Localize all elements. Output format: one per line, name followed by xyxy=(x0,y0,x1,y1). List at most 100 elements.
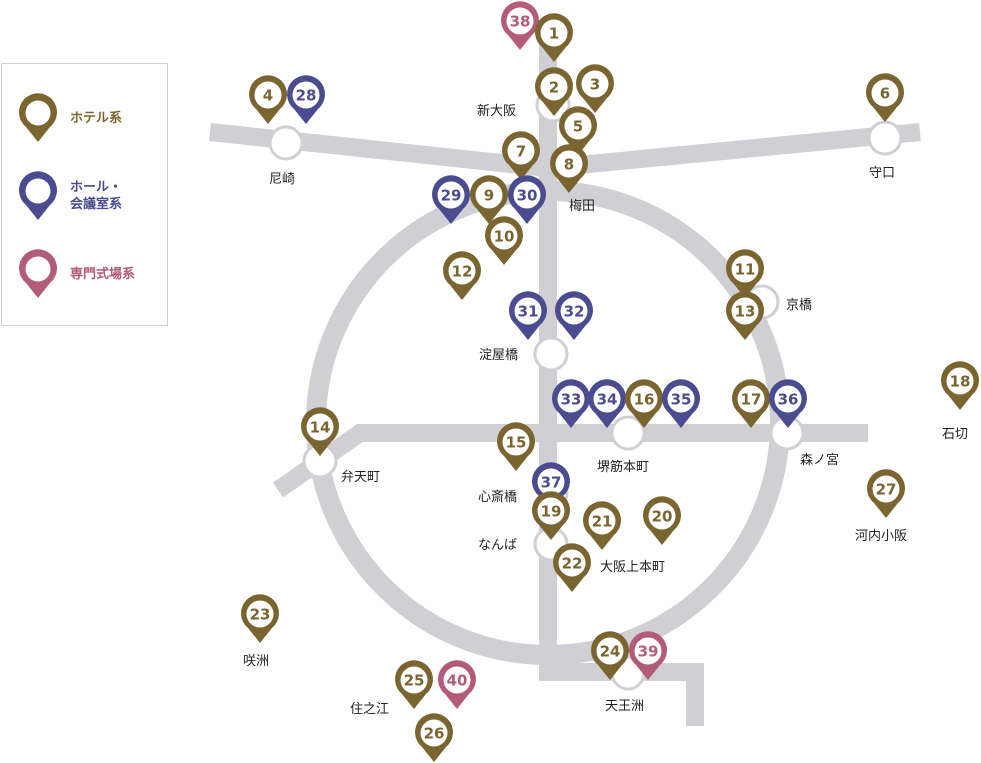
station-yodoyabashi[interactable] xyxy=(533,336,569,372)
pin-number: 13 xyxy=(735,303,756,321)
venue-pin-12[interactable]: 12 xyxy=(443,251,481,300)
pin-center xyxy=(774,385,802,413)
venue-pin-23[interactable]: 23 xyxy=(241,594,279,643)
venue-pin-2[interactable]: 2 xyxy=(535,67,573,116)
venue-pin-35[interactable]: 35 xyxy=(662,379,700,428)
station-sakaisuji-honmachi[interactable] xyxy=(610,415,646,451)
venue-pin-30[interactable]: 30 xyxy=(508,175,546,224)
pin-number: 5 xyxy=(573,118,583,136)
pin-center xyxy=(593,385,621,413)
station-moriguchi[interactable] xyxy=(867,120,903,156)
venue-pin-40[interactable]: 40 xyxy=(438,660,476,709)
venue-pin-18[interactable]: 18 xyxy=(941,361,979,410)
venue-pin-17[interactable]: 17 xyxy=(732,379,770,428)
pin-number: 36 xyxy=(778,391,799,409)
venue-pin-4[interactable]: 4 xyxy=(249,75,287,124)
venue-pin-1[interactable]: 1 xyxy=(535,13,573,62)
label-kyobashi: 京橋 xyxy=(786,298,812,313)
venue-pin-14[interactable]: 14 xyxy=(301,407,339,456)
pin-center xyxy=(490,222,518,250)
pin-center xyxy=(564,112,592,140)
label-sakishima: 咲洲 xyxy=(243,653,269,669)
pin-center xyxy=(420,719,448,747)
pin-number: 15 xyxy=(506,434,527,452)
venue-pin-15[interactable]: 15 xyxy=(497,422,535,471)
pin-number: 9 xyxy=(484,187,494,205)
venue-pin-24[interactable]: 24 xyxy=(591,631,629,680)
venue-pin-16[interactable]: 16 xyxy=(625,379,663,428)
pin-number: 12 xyxy=(452,263,473,281)
pin-number: 37 xyxy=(541,474,562,492)
station-amagasaki[interactable] xyxy=(268,125,304,161)
venue-pin-39[interactable]: 39 xyxy=(629,631,667,680)
pin-center xyxy=(667,385,695,413)
pin-number: 8 xyxy=(564,156,574,174)
venue-pin-28[interactable]: 28 xyxy=(287,75,325,124)
venue-pin-9[interactable]: 9 xyxy=(470,175,508,224)
venue-pin-27[interactable]: 27 xyxy=(867,469,905,518)
venue-pin-22[interactable]: 22 xyxy=(553,543,591,592)
label-moriguchi: 守口 xyxy=(869,166,895,181)
venue-pin-20[interactable]: 20 xyxy=(643,496,681,545)
label-yodoyabashi: 淀屋橋 xyxy=(479,348,518,363)
venue-pin-3[interactable]: 3 xyxy=(576,64,614,113)
pin-number: 31 xyxy=(518,303,539,321)
hall-pin-icon xyxy=(18,171,57,220)
pin-center xyxy=(596,637,624,665)
pin-center xyxy=(475,181,503,209)
pin-number: 29 xyxy=(441,187,462,205)
venue-pin-38[interactable]: 38 xyxy=(501,1,539,50)
pin-center xyxy=(448,257,476,285)
venue-pin-21[interactable]: 21 xyxy=(583,501,621,550)
venue-pin-8[interactable]: 8 xyxy=(550,144,588,193)
venue-pin-26[interactable]: 26 xyxy=(415,713,453,762)
pin-center xyxy=(634,637,662,665)
venue-pin-5[interactable]: 5 xyxy=(559,106,597,155)
pin-center xyxy=(502,428,530,456)
pin-center xyxy=(306,413,334,441)
venue-pin-19[interactable]: 19 xyxy=(532,491,570,540)
pin-center xyxy=(400,666,428,694)
pin-center xyxy=(630,385,658,413)
line-umeda-moriguchi xyxy=(547,123,921,177)
pin-number: 1 xyxy=(549,25,559,43)
venue-pin-32[interactable]: 32 xyxy=(555,291,593,340)
label-suminoe: 住之江 xyxy=(350,702,389,717)
label-shin-osaka: 新大阪 xyxy=(477,103,516,119)
venue-pin-11[interactable]: 11 xyxy=(726,249,764,298)
venue-pin-29[interactable]: 29 xyxy=(432,175,470,224)
venue-pin-6[interactable]: 6 xyxy=(866,73,904,122)
venue-pin-31[interactable]: 31 xyxy=(509,291,547,340)
line-chuo xyxy=(272,424,868,498)
pin-number: 30 xyxy=(517,187,538,205)
pin-number: 24 xyxy=(600,643,621,661)
pin-number: 40 xyxy=(447,672,468,690)
pin-center xyxy=(731,297,759,325)
venue-pin-7[interactable]: 7 xyxy=(502,131,540,180)
venue-pin-25[interactable]: 25 xyxy=(395,660,433,709)
pin-center xyxy=(872,475,900,503)
pin-center xyxy=(514,297,542,325)
legend-hall-label: ホール・ 会議室系 xyxy=(70,180,123,212)
venue-pin-36[interactable]: 36 xyxy=(769,379,807,428)
pin-center xyxy=(437,181,465,209)
label-osaka-uehommachi: 大阪上本町 xyxy=(600,560,665,575)
label-shinsaibashi: 心斎橋 xyxy=(478,489,517,505)
pin-number: 19 xyxy=(541,503,562,521)
pin-number: 33 xyxy=(561,391,582,409)
legend-hotel-label: ホテル系 xyxy=(70,110,123,126)
pin-number: 32 xyxy=(564,303,585,321)
pin-number: 7 xyxy=(516,143,526,161)
pin-center xyxy=(540,19,568,47)
venue-pin-10[interactable]: 10 xyxy=(485,216,523,265)
pin-center xyxy=(507,137,535,165)
venue-pin-13[interactable]: 13 xyxy=(726,291,764,340)
pin-center xyxy=(581,70,609,98)
ceremony-pin-icon xyxy=(18,249,57,298)
pin-number: 17 xyxy=(741,391,762,409)
venue-pin-34[interactable]: 34 xyxy=(588,379,626,428)
pin-number: 35 xyxy=(671,391,692,409)
venue-pin-33[interactable]: 33 xyxy=(552,379,590,428)
pin-center xyxy=(560,297,588,325)
